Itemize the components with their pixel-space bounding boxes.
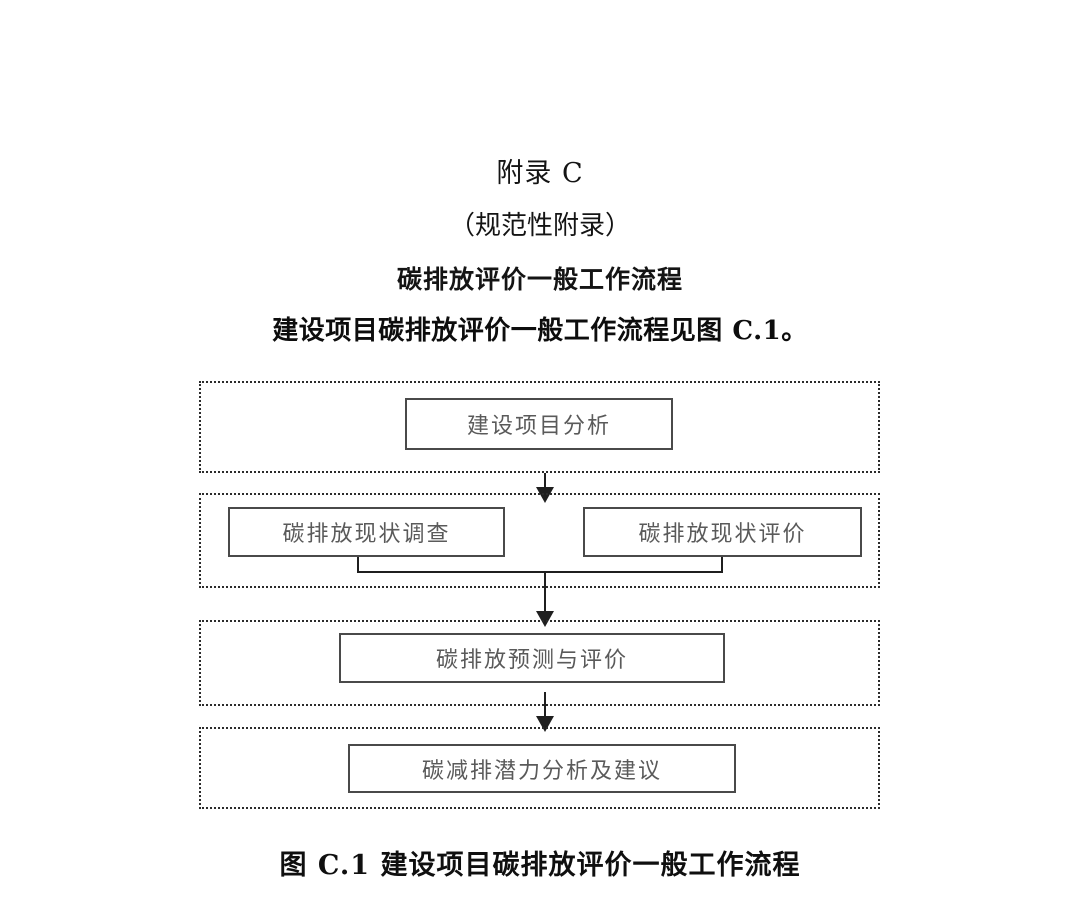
node-reduction-potential-advice[interactable]: 碳减排潜力分析及建议 bbox=[348, 744, 736, 793]
appendix-heading-block: 附录 C （规范性附录） 碳排放评价一般工作流程 建设项目碳排放评价一般工作流程… bbox=[0, 160, 1080, 344]
connector-line-stage3-stage4 bbox=[544, 692, 546, 722]
connector-line-stage2-stage3 bbox=[544, 571, 546, 615]
stage-container-4 bbox=[199, 727, 880, 809]
connector-arrowhead-stage1-stage2 bbox=[536, 487, 554, 503]
node-project-analysis[interactable]: 建设项目分析 bbox=[405, 398, 673, 450]
stage-container-2 bbox=[199, 493, 880, 588]
node-emission-forecast-assessment[interactable]: 碳排放预测与评价 bbox=[339, 633, 725, 683]
appendix-kind: （规范性附录） bbox=[448, 211, 631, 241]
connector-line-assessment-drop bbox=[721, 557, 723, 573]
node-emission-status-assessment[interactable]: 碳排放现状评价 bbox=[583, 507, 862, 557]
appendix-title: 附录 C bbox=[496, 158, 584, 189]
node-emission-status-survey[interactable]: 碳排放现状调查 bbox=[228, 507, 505, 557]
connector-line-stage2-join-bar bbox=[357, 571, 723, 573]
appendix-subject-title: 碳排放评价一般工作流程 bbox=[396, 265, 683, 294]
stage-container-1 bbox=[199, 381, 880, 473]
body-sentence: 建设项目碳排放评价一般工作流程见图 C.1。 bbox=[272, 316, 808, 346]
connector-line-survey-drop bbox=[357, 557, 359, 573]
stage-container-3 bbox=[199, 620, 880, 706]
connector-arrowhead-stage2-stage3 bbox=[536, 611, 554, 627]
figure-caption: 图 C.1 建设项目碳排放评价一般工作流程 bbox=[279, 850, 801, 881]
connector-line-stage1-stage2 bbox=[544, 473, 546, 491]
